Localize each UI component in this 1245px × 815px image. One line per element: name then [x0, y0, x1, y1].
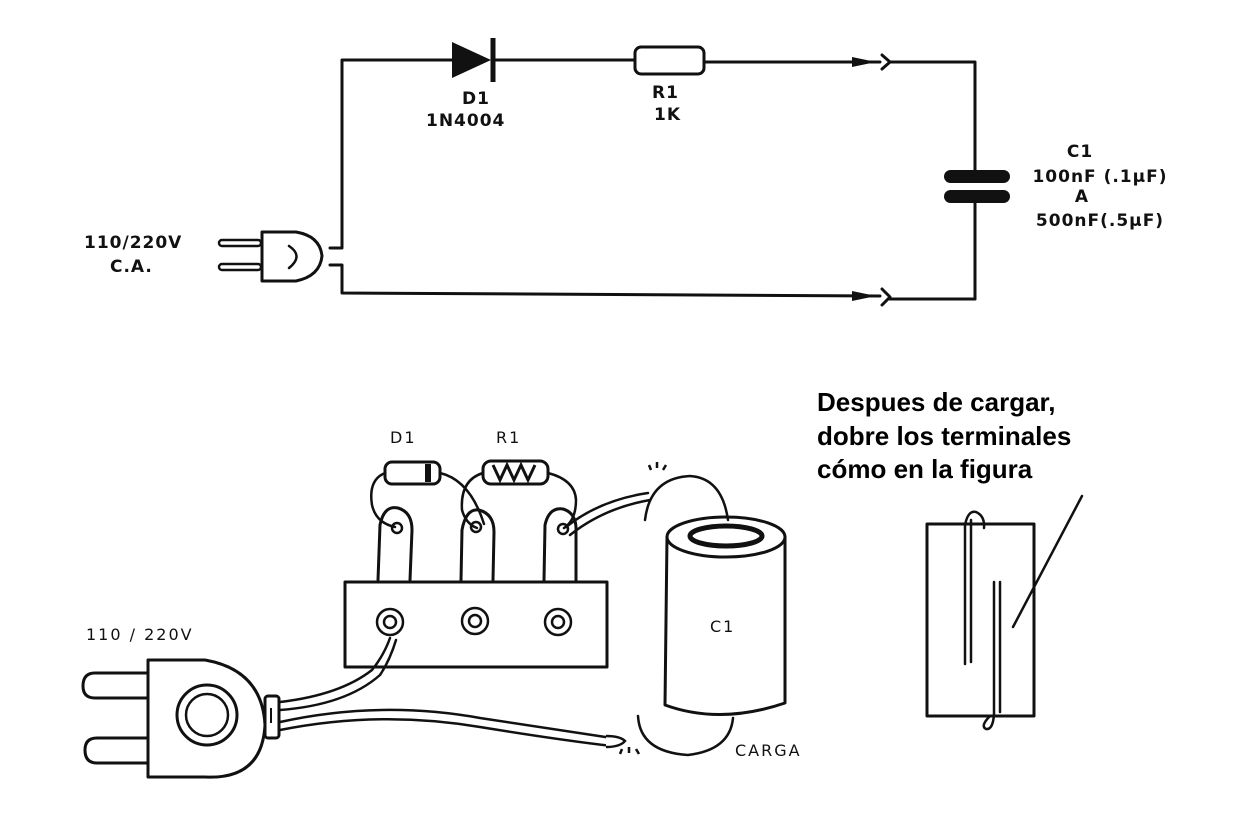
- capacitor-range-word: A: [1075, 187, 1089, 207]
- bent-lead-2: [982, 580, 996, 731]
- resistor-symbol: [633, 45, 706, 76]
- wire-to-capacitor-a: [564, 491, 650, 529]
- diode-symbol: [452, 38, 496, 82]
- cord-to-terminal-a: [278, 636, 392, 704]
- resistor-ref: R1: [652, 83, 679, 103]
- resistor-lead-right: [546, 471, 578, 530]
- connector-bottom: [880, 287, 892, 307]
- wire-right-top: [888, 60, 977, 177]
- capacitor-can: [663, 515, 787, 716]
- source-type: C.A.: [110, 257, 153, 277]
- resistor-lead-left: [460, 471, 485, 530]
- diode-lead-right: [438, 471, 486, 526]
- assembly-capacitor-label: C1: [710, 617, 735, 636]
- assembly-resistor-label: R1: [496, 428, 521, 447]
- capacitor-value-min: 100nF (.1µF): [1032, 167, 1167, 187]
- instruction-note: Despues de cargar, dobre los terminales …: [817, 387, 1071, 484]
- charge-arc-top: [643, 474, 730, 522]
- diode-ref: D1: [462, 89, 490, 109]
- note-line-2: dobre los terminales: [817, 421, 1071, 451]
- spark-bottom: [618, 747, 641, 755]
- cord-end: [605, 734, 627, 749]
- plug-drawing: [81, 658, 281, 779]
- charge-arc-bottom: [636, 714, 735, 757]
- cord-to-terminal-b: [278, 638, 398, 712]
- wire-bottom: [328, 263, 882, 298]
- assembly-diode-label: D1: [390, 428, 417, 447]
- capacitor-value-max: 500nF(.5µF): [1036, 211, 1164, 231]
- capacitor-symbol: [944, 170, 1010, 203]
- resistor-value: 1K: [654, 105, 681, 125]
- assembly: D1 R1: [81, 428, 802, 779]
- cord-to-capacitor-a: [278, 708, 614, 740]
- diode-part: 1N4004: [426, 111, 505, 131]
- diode-body: [383, 460, 442, 486]
- screw-1: [375, 607, 405, 637]
- bent-terminals-detail: [925, 494, 1084, 731]
- source-voltage: 110/220V: [84, 233, 182, 253]
- spark-top: [647, 462, 668, 471]
- screw-2: [460, 606, 490, 636]
- pointer-line: [1011, 494, 1084, 629]
- capacitor-ref: C1: [1067, 142, 1093, 162]
- diode-lead-left: [370, 471, 397, 529]
- plug-label: 110 / 220V: [86, 625, 194, 644]
- load-label: CARGA: [735, 741, 802, 760]
- arrow-bottom: [852, 291, 876, 301]
- wire-to-capacitor-b: [568, 498, 652, 537]
- terminal-lug-1: [376, 506, 414, 582]
- cord-to-capacitor-b: [278, 717, 614, 748]
- wire-top: [328, 58, 454, 250]
- screw-3: [543, 607, 573, 637]
- note-line-1: Despues de cargar,: [817, 387, 1055, 417]
- resistor-body: [481, 459, 550, 486]
- plug-symbol: [217, 230, 324, 283]
- note-line-3: cómo en la figura: [817, 454, 1033, 484]
- arrow-top: [852, 57, 876, 67]
- schematic: D1 1N4004 R1 1K C1 100nF (.1µF) A 500nF(…: [84, 38, 1167, 307]
- bent-lead-1: [963, 510, 986, 666]
